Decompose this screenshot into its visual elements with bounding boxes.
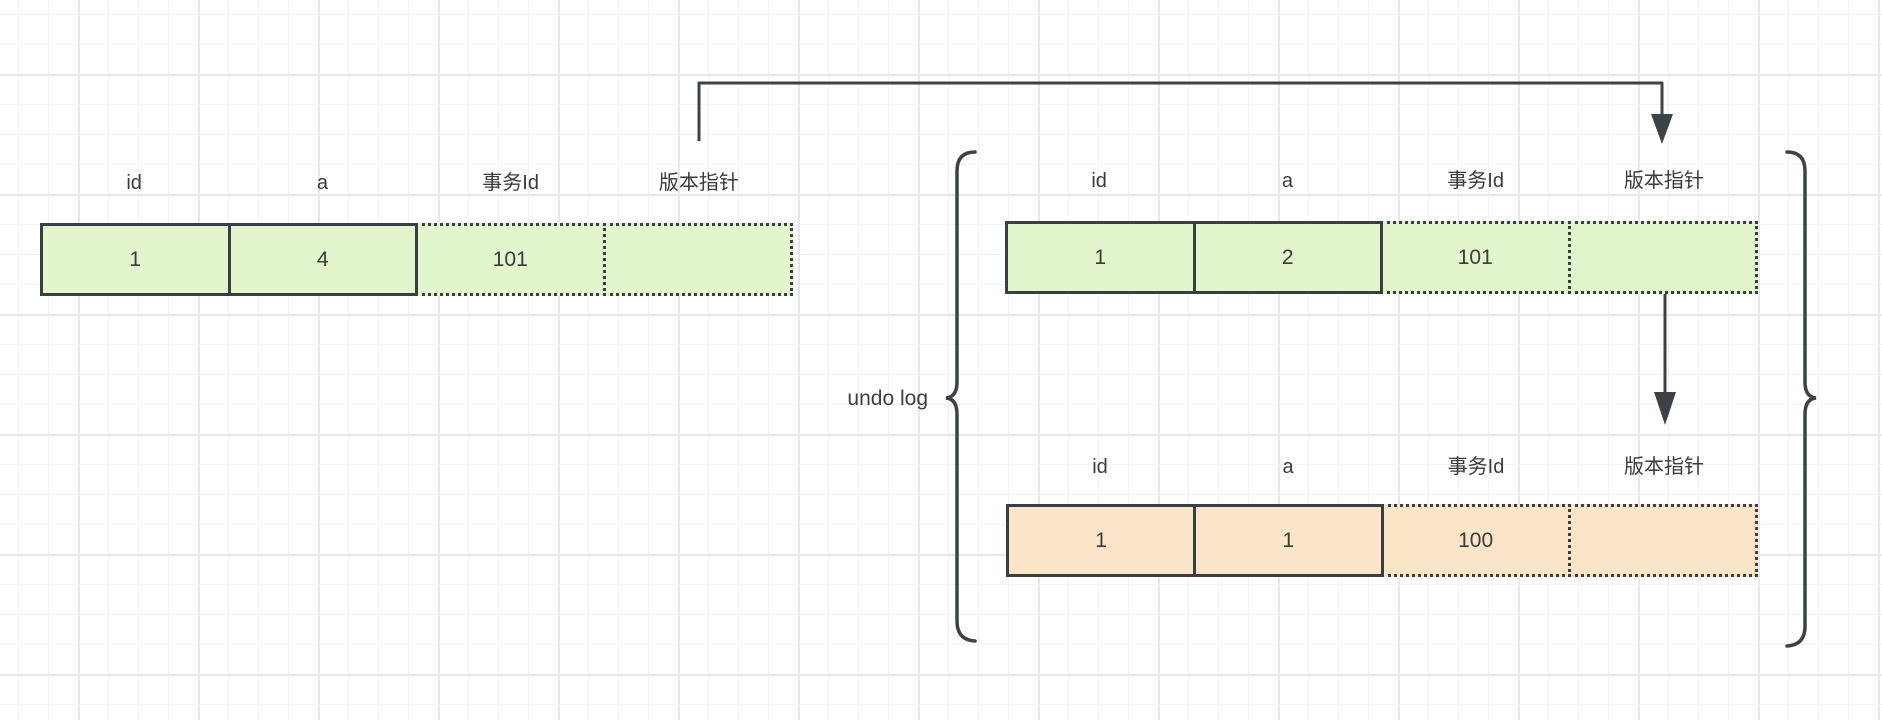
header-version-pointer: 版本指针 [1623,170,1704,192]
cell-id: 1 [1005,221,1196,294]
cell-version-pointer [1567,221,1758,294]
header-transaction-id: 事务Id [1447,456,1505,478]
header-a: a [1282,456,1294,478]
cell-a: 2 [1192,221,1383,294]
cell-version-pointer [602,223,793,296]
header-a: a [1281,170,1293,192]
cell-transaction-id: 101 [415,223,606,296]
undo-version-2-column-headers: id a 事务Id 版本指针 [1006,453,1758,481]
cell-transaction-id: 100 [1380,504,1571,577]
arrowhead-down-icon [1654,392,1676,425]
header-version-pointer: 版本指针 [658,172,739,194]
current-record-column-headers: id a 事务Id 版本指针 [40,169,793,197]
header-version-pointer: 版本指针 [1624,456,1704,478]
undo-log-left-brace [945,150,977,643]
undo-version-1-row: 1 2 101 [1005,221,1758,294]
header-id: id [1091,170,1107,192]
cell-a: 4 [227,223,418,296]
header-id: id [1092,456,1108,478]
undo-version-1-column-headers: id a 事务Id 版本指针 [1005,167,1758,195]
undo-version-2-row: 1 1 100 [1006,504,1758,577]
version-pointer-arrow-current-to-v1 [697,81,1664,141]
cell-id: 1 [40,223,231,296]
cell-a: 1 [1193,504,1384,577]
arrowhead-down-icon [1651,114,1673,144]
current-record-row: 1 4 101 [40,223,793,296]
header-a: a [316,172,328,194]
header-id: id [126,172,142,194]
header-transaction-id: 事务Id [482,172,539,194]
cell-id: 1 [1006,504,1197,577]
undo-log-label: undo log [847,387,928,410]
cell-version-pointer [1567,504,1758,577]
cell-transaction-id: 101 [1380,221,1571,294]
undo-log-right-brace [1785,150,1817,648]
header-transaction-id: 事务Id [1447,170,1504,192]
